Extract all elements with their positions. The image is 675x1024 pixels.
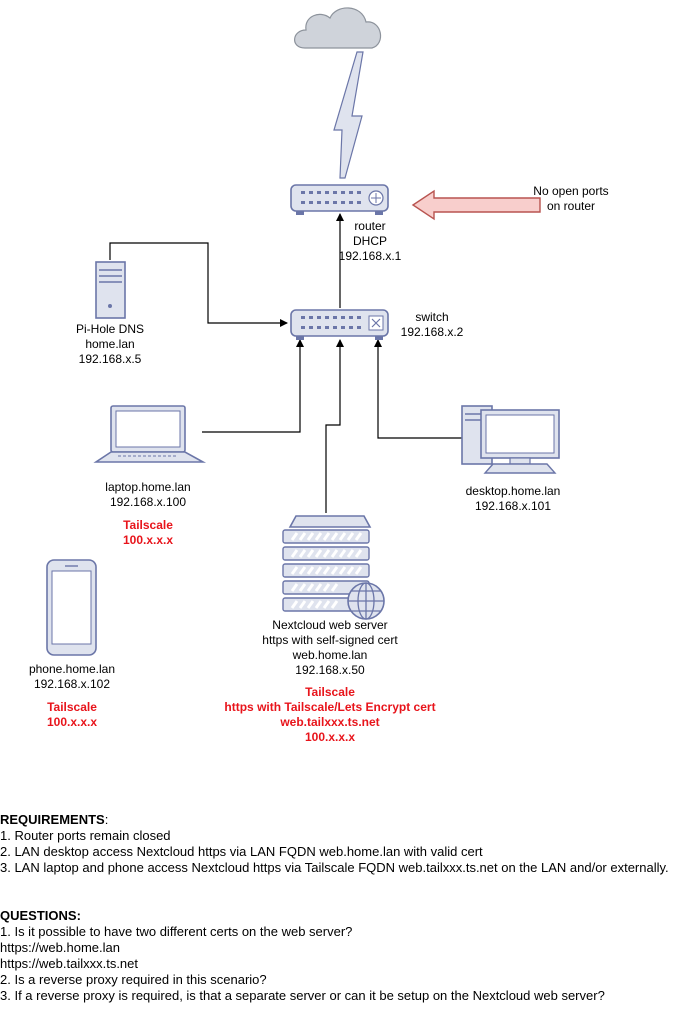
desktop-icon [461, 405, 560, 474]
phone-tailscale-ip: 100.x.x.x [46, 715, 98, 729]
server-tailscale-label: Tailscale https with Tailscale/Lets Encr… [200, 685, 460, 745]
lightning-icon [333, 51, 364, 179]
server-tailscale-cert: https with Tailscale/Lets Encrypt cert [224, 700, 436, 714]
phone-tailscale-title: Tailscale [47, 700, 97, 714]
router-name: router [354, 219, 386, 233]
spacer [0, 892, 675, 908]
link-pihole-switch [109, 242, 288, 327]
requirement-item: 3. LAN laptop and phone access Nextcloud… [0, 860, 669, 875]
router-role: DHCP [352, 234, 387, 248]
arrow-left-icon [411, 189, 541, 221]
link-laptop-switch [202, 339, 304, 433]
questions-heading: QUESTIONS: [0, 908, 675, 924]
question-item: 3. If a reverse proxy is required, is th… [0, 988, 605, 1003]
router-ip: 192.168.x.1 [338, 249, 402, 263]
requirements-heading-text: REQUIREMENTS [0, 812, 105, 827]
network-diagram [46, 7, 560, 656]
no-open-ports-line1: No open ports [533, 184, 609, 198]
requirement-item: 2. LAN desktop access Nextcloud https vi… [0, 844, 483, 859]
questions-heading-colon: : [76, 908, 81, 923]
laptop-icon [93, 405, 207, 463]
no-open-ports-note: No open ports on router [506, 184, 636, 214]
server-tailscale-fqdn: web.tailxxx.ts.net [280, 715, 380, 729]
link-desktop-switch [374, 339, 462, 439]
notes-section: REQUIREMENTS: 1. Router ports remain clo… [0, 812, 675, 1004]
desktop-hostname: desktop.home.lan [465, 484, 561, 498]
router-icon [290, 184, 389, 215]
desktop-label: desktop.home.lan 192.168.x.101 [463, 484, 563, 514]
laptop-label: laptop.home.lan 192.168.x.100 [98, 480, 198, 510]
desktop-ip: 192.168.x.101 [474, 499, 552, 513]
laptop-tailscale-label: Tailscale 100.x.x.x [98, 518, 198, 548]
server-name: Nextcloud web server [272, 618, 388, 632]
server-tailscale-title: Tailscale [305, 685, 355, 699]
pihole-name: Pi-Hole DNS [75, 322, 144, 336]
cloud-icon [294, 7, 382, 49]
router-label: router DHCP 192.168.x.1 [320, 219, 420, 264]
switch-icon [290, 309, 389, 340]
switch-ip: 192.168.x.2 [400, 325, 464, 339]
server-tailscale-ip: 100.x.x.x [304, 730, 356, 744]
pihole-ip: 192.168.x.5 [78, 352, 142, 366]
pihole-domain: home.lan [85, 337, 135, 351]
switch-label: switch 192.168.x.2 [382, 310, 482, 340]
smartphone-icon [46, 559, 97, 656]
server-tower-icon [95, 261, 126, 319]
globe-icon [347, 582, 385, 620]
server-ip: 192.168.x.50 [295, 663, 365, 677]
no-open-ports-line2: on router [546, 199, 596, 213]
requirements-heading: REQUIREMENTS: [0, 812, 675, 828]
question-item: 1. Is it possible to have two different … [0, 924, 353, 939]
phone-ip: 192.168.x.102 [33, 677, 111, 691]
question-url: https://web.home.lan [0, 940, 120, 955]
server-fqdn: web.home.lan [292, 648, 368, 662]
laptop-hostname: laptop.home.lan [105, 480, 191, 494]
pihole-label: Pi-Hole DNS home.lan 192.168.x.5 [60, 322, 160, 367]
phone-label: phone.home.lan 192.168.x.102 [20, 662, 124, 692]
server-cert: https with self-signed cert [262, 633, 398, 647]
requirement-item: 1. Router ports remain closed [0, 828, 171, 843]
phone-hostname: phone.home.lan [28, 662, 116, 676]
questions-heading-text: QUESTIONS [0, 908, 77, 923]
connection-lines [109, 213, 462, 513]
link-server-switch [325, 339, 344, 513]
question-url: https://web.tailxxx.ts.net [0, 956, 139, 971]
server-label: Nextcloud web server https with self-sig… [230, 618, 430, 678]
spacer [0, 876, 675, 892]
laptop-tailscale-title: Tailscale [123, 518, 173, 532]
laptop-ip: 192.168.x.100 [109, 495, 187, 509]
phone-tailscale-label: Tailscale 100.x.x.x [22, 700, 122, 730]
requirements-heading-colon: : [104, 812, 109, 827]
switch-name: switch [415, 310, 449, 324]
question-item: 2. Is a reverse proxy required in this s… [0, 972, 267, 987]
laptop-tailscale-ip: 100.x.x.x [122, 533, 174, 547]
